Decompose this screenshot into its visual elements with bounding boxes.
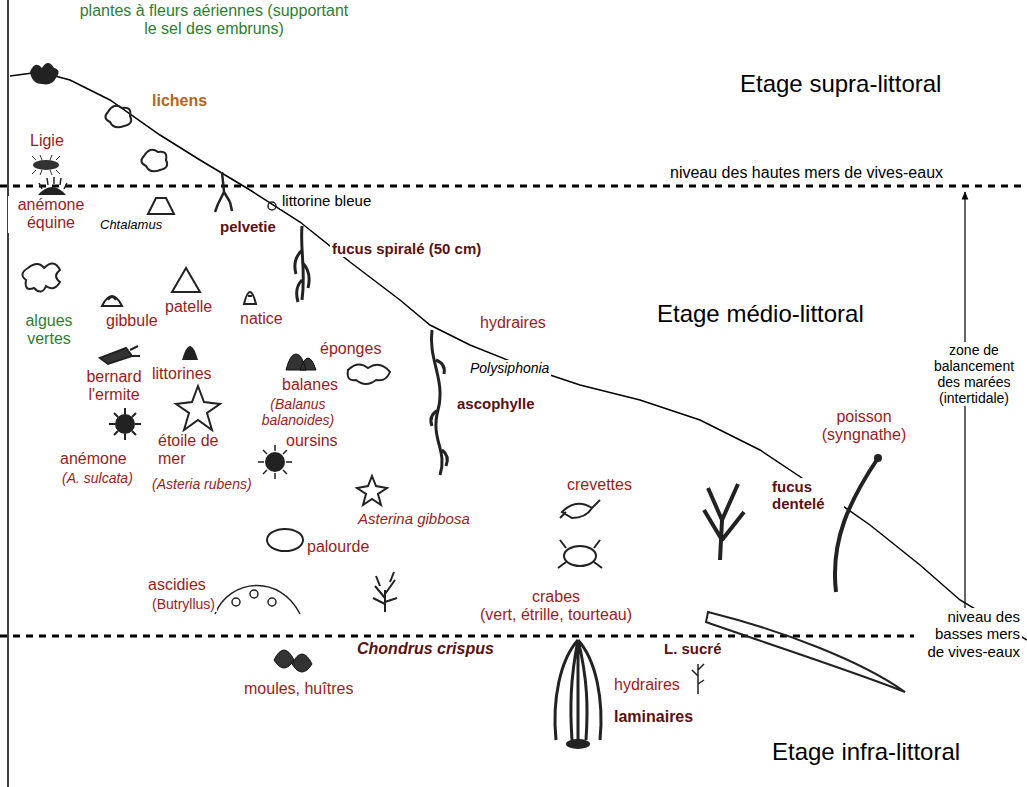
pelvetia-icon — [215, 172, 232, 212]
ligie-legs — [32, 155, 60, 175]
organism-label: palourde — [305, 538, 371, 556]
organism-label: gibbule — [104, 312, 160, 330]
organism-label: littorine bleue — [280, 192, 373, 209]
zone-note: zone de balancement des marées (intertid… — [926, 342, 1022, 406]
clam-icon — [267, 529, 303, 551]
organism-label: crevettes — [565, 476, 634, 494]
anemone-tentacles — [109, 408, 141, 440]
alga-label: Chondrus crispus — [355, 640, 496, 658]
kelp-holdfast — [566, 739, 590, 749]
organism-label: littorines — [150, 365, 214, 383]
fucus-serratus-icon — [704, 484, 744, 560]
organism-label: bernard l'ermite — [74, 368, 154, 405]
organism-label: patelle — [163, 298, 214, 316]
gibbule-icon — [102, 296, 122, 306]
low-tide-line — [0, 635, 1027, 638]
alga-label: fucus dentelé — [770, 478, 844, 513]
level-label: niveau des basses mers de vives-eaux — [914, 608, 1022, 660]
green-algae-icon — [22, 263, 60, 291]
lichen-icon — [141, 150, 167, 172]
species-label: (Asteria rubens) — [150, 476, 254, 492]
organism-label: éponges — [318, 340, 383, 358]
alga-label: L. sucré — [662, 640, 724, 657]
fucus-spiralis-icon — [295, 226, 309, 302]
ascidian-icon — [215, 585, 300, 614]
organism-label: hydraires — [612, 676, 682, 694]
lichen-icon — [105, 106, 131, 128]
pipefish-head — [874, 454, 882, 462]
alga-label: ascophylle — [455, 395, 537, 412]
organism-label: natice — [238, 310, 285, 328]
species-label: (A. sulcata) — [60, 470, 135, 486]
ascidian-colonies — [232, 590, 276, 606]
organism-label: oursins — [284, 432, 340, 450]
hermit-crab-icon — [100, 346, 140, 364]
alga-label: laminaires — [612, 708, 695, 726]
axis-line — [7, 0, 9, 787]
ligie-icon — [33, 160, 59, 170]
alga-label: fucus spiralé (50 cm) — [330, 240, 483, 257]
asterina-icon — [357, 476, 387, 505]
organism-label: poisson (syngnathe) — [812, 408, 916, 445]
urchin-icon — [265, 452, 285, 472]
chondrus-icon — [373, 572, 397, 612]
organism-label: Ligie — [28, 132, 66, 150]
shrimp-icon — [560, 500, 600, 518]
zone-title: Etage infra-littoral — [770, 738, 962, 766]
species-label: (Balanus balanoides) — [246, 396, 350, 428]
tide-range-arrow — [964, 192, 965, 628]
littorines-icon — [182, 346, 198, 360]
barnacle-icon — [286, 354, 316, 370]
zone-title: Etage médio-littoral — [655, 300, 866, 328]
plant-label: plantes à fleurs aériennes (supportant l… — [72, 2, 356, 39]
zone-title: Etage supra-littoral — [738, 70, 943, 98]
organism-label: balanes — [280, 376, 340, 394]
sponge-icon — [348, 364, 390, 384]
hydroid-icon — [692, 664, 704, 694]
sugar-kelp-icon — [706, 612, 905, 692]
plant-icon — [30, 63, 59, 84]
organism-label: étoile de mer — [156, 432, 238, 469]
organism-label: anémone équine — [8, 196, 94, 233]
lichen-label: lichens — [150, 92, 209, 110]
alga-label: algues vertes — [16, 312, 82, 349]
organism-label: crabes — [530, 588, 582, 606]
alga-label: pelvetie — [218, 218, 278, 235]
mussel-icon — [274, 650, 312, 672]
level-label: niveau des hautes mers de vives-eaux — [668, 164, 945, 182]
shore-profile — [10, 72, 1027, 640]
alga-label: Polysiphonia — [468, 360, 551, 376]
starfish-icon — [176, 386, 220, 430]
organism-label: anémone — [58, 450, 129, 468]
natice-icon — [244, 292, 256, 304]
species-label: (Butryllus) — [150, 596, 217, 612]
high-tide-line — [0, 185, 1027, 188]
species-label: Asterina gibbosa — [356, 510, 472, 527]
ascophyllum-icon — [431, 330, 447, 475]
organism-label: ascidies — [146, 576, 208, 594]
littorine-icon — [268, 202, 276, 210]
anemone-tentacles — [39, 177, 67, 189]
organism-label: moules, huîtres — [242, 680, 355, 698]
patelle-icon — [172, 268, 200, 292]
organism-label: hydraires — [478, 314, 548, 332]
organism-label: (vert, étrille, tourteau) — [478, 606, 634, 624]
crab-legs — [558, 540, 602, 568]
chthamalus-icon — [148, 198, 174, 214]
organism-label: Chtalamus — [98, 218, 164, 233]
crab-icon — [564, 546, 596, 566]
kelp-icon — [555, 640, 601, 740]
